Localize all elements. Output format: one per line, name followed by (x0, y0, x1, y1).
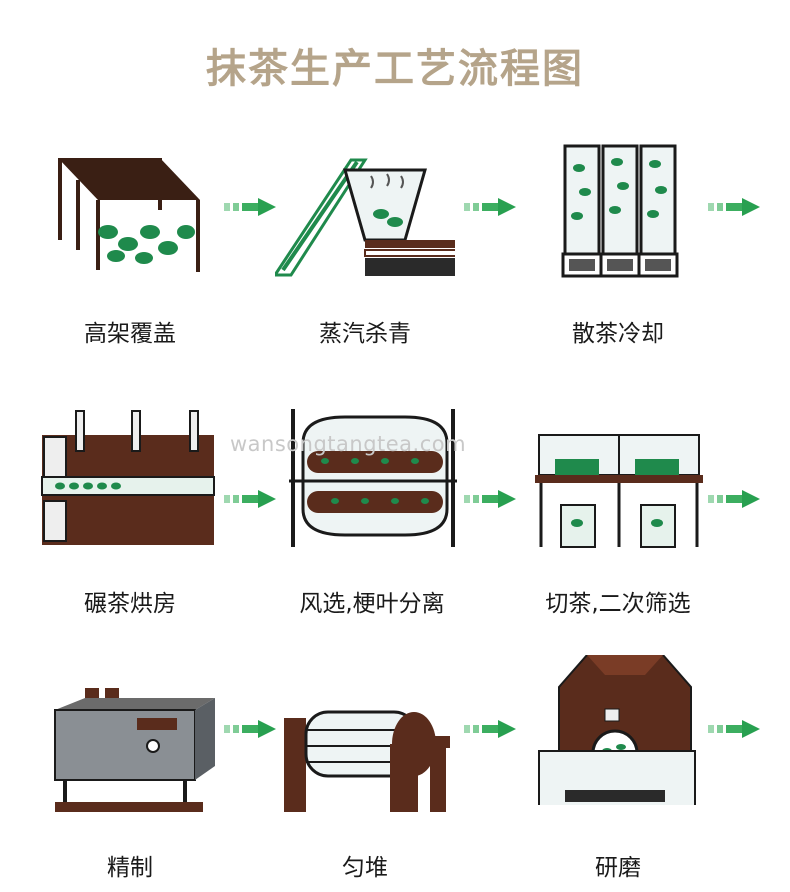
watermark: wansongtangtea.com (230, 432, 467, 456)
arrow-icon (464, 198, 516, 216)
step-label-4: 碾茶烘房 (84, 591, 176, 617)
step-label-2: 蒸汽杀青 (319, 321, 411, 347)
page-title: 抹茶生产工艺流程图 (206, 45, 584, 92)
wind-sorter-icon (285, 405, 465, 555)
step-label-1: 高架覆盖 (84, 321, 176, 347)
shade-cover-icon (40, 140, 220, 290)
step-label-8: 匀堆 (342, 855, 388, 881)
arrow-icon (708, 490, 760, 508)
arrow-icon (224, 490, 276, 508)
arrow-icon (708, 198, 760, 216)
arrow-icon (464, 490, 516, 508)
arrow-icon (224, 720, 276, 738)
step-label-6: 切茶,二次筛选 (545, 591, 691, 617)
stone-mill-icon (535, 655, 715, 805)
blender-drum-icon (280, 670, 460, 820)
arrow-icon (708, 720, 760, 738)
drying-room-icon (40, 405, 220, 555)
steam-machine-icon (275, 140, 455, 290)
step-label-5: 风选,梗叶分离 (299, 591, 445, 617)
refiner-icon (45, 670, 225, 820)
cooling-towers-icon (555, 140, 735, 290)
arrow-icon (464, 720, 516, 738)
step-label-9: 研磨 (595, 855, 641, 881)
step-label-7: 精制 (107, 855, 153, 881)
arrow-icon (224, 198, 276, 216)
cutter-sieve-icon (535, 405, 715, 555)
step-label-3: 散茶冷却 (572, 321, 664, 347)
